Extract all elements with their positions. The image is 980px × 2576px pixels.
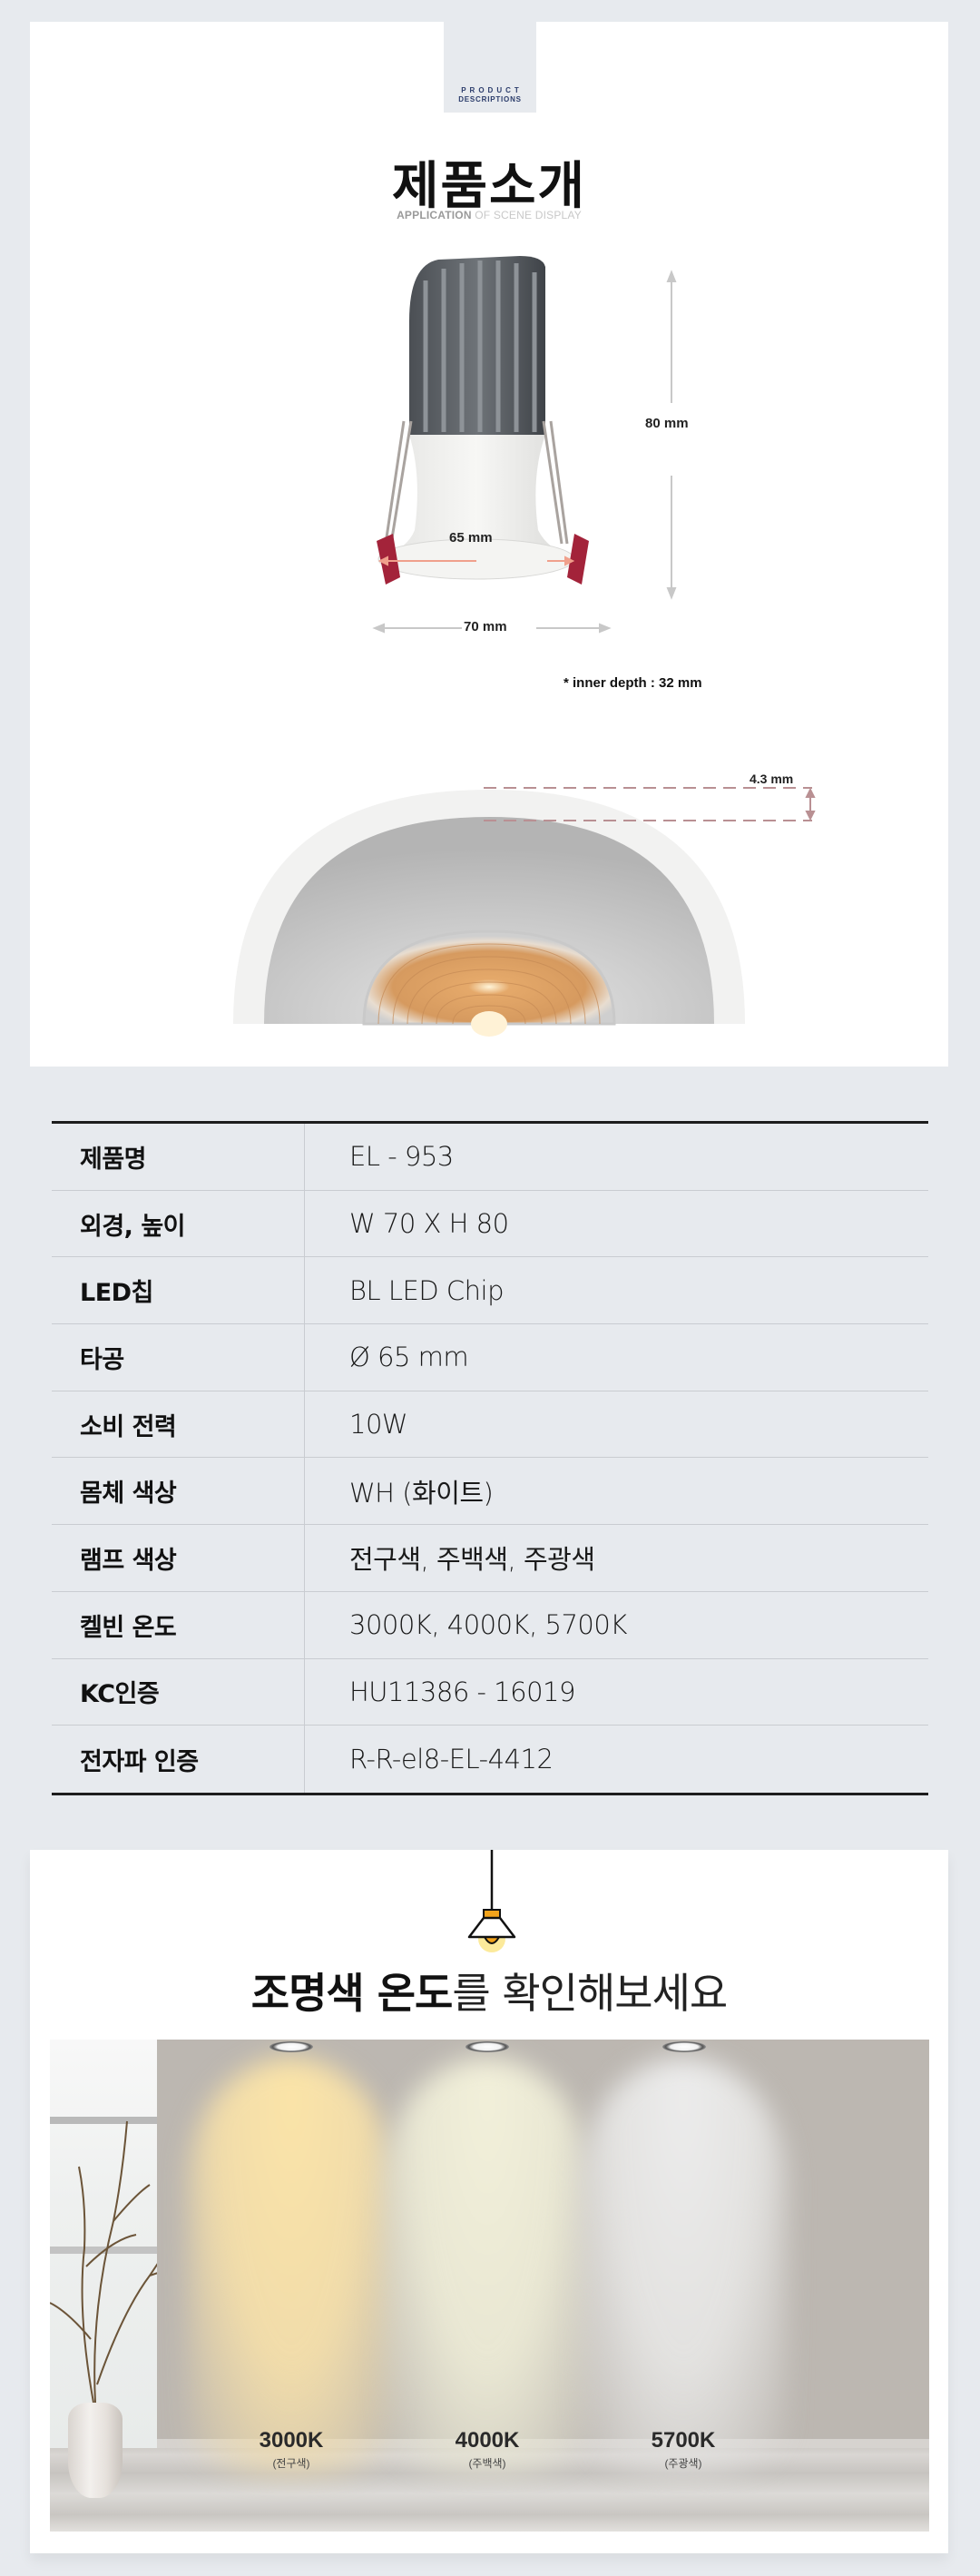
section-tag-line2: DESCRIPTIONS <box>458 95 522 103</box>
kelvin-label: 3000K <box>259 2428 324 2453</box>
table-row: 타공 Ø 65 mm <box>52 1324 928 1391</box>
spec-label: KC인증 <box>52 1658 305 1726</box>
spec-label: 전자파 인증 <box>52 1726 305 1793</box>
spec-value: WH (화이트) <box>349 1477 494 1509</box>
subtitle-bold: APPLICATION <box>397 209 472 221</box>
page-subtitle: APPLICATION OF SCENE DISPLAY <box>30 209 948 221</box>
spec-value: W 70 X H 80 <box>349 1208 509 1240</box>
color-temperature-headline: 조명색 온도를 확인해보세요 <box>30 1961 948 2020</box>
spec-label: 타공 <box>52 1324 305 1391</box>
height-dimension-label: 80 mm <box>645 416 689 431</box>
color-temp-3000k: 3000K (전구색) <box>228 2428 355 2471</box>
kelvin-label: 5700K <box>651 2428 716 2453</box>
spec-value: 전구색, 주백색, 주광색 <box>349 1544 595 1576</box>
table-row: 제품명 EL - 953 <box>52 1124 928 1191</box>
inner-depth-note: * inner depth : 32 mm <box>564 675 702 691</box>
spec-value: R-R-el8-EL-4412 <box>349 1744 554 1775</box>
subtitle-rest: OF SCENE DISPLAY <box>471 209 582 221</box>
table-row: 전자파 인증 R-R-el8-EL-4412 <box>52 1726 928 1793</box>
headline-rest: 를 확인해보세요 <box>452 1969 728 2018</box>
table-row: 소비 전력 10W <box>52 1391 928 1459</box>
spec-label: 제품명 <box>52 1124 305 1190</box>
table-row: LED칩 BL LED Chip <box>52 1257 928 1325</box>
product-intro-card: PRODUCT DESCRIPTIONS 제품소개 APPLICATION OF… <box>30 22 948 1067</box>
window-decor <box>50 2040 159 2448</box>
table-row: 램프 색상 전구색, 주백색, 주광색 <box>52 1525 928 1592</box>
section-tag: PRODUCT DESCRIPTIONS <box>444 22 536 113</box>
spec-label: 외경, 높이 <box>52 1190 305 1257</box>
spec-value: EL - 953 <box>349 1141 454 1173</box>
downlight-product-image <box>233 256 816 1037</box>
table-row: 몸체 색상 WH (화이트) <box>52 1458 928 1526</box>
color-temp-4000k: 4000K (주백색) <box>424 2428 551 2471</box>
spec-label: LED칩 <box>52 1257 305 1324</box>
color-temp-5700k: 5700K (주광색) <box>620 2428 747 2471</box>
room-scene-image: 3000K (전구색) 4000K (주백색) 5700K (주광색) <box>50 2040 929 2532</box>
spec-value: BL LED Chip <box>349 1274 505 1306</box>
beam-5700k <box>579 2058 788 2475</box>
table-row: 켈빈 온도 3000K, 4000K, 5700K <box>52 1591 928 1659</box>
color-name-label: (주광색) <box>664 2457 702 2470</box>
headline-bold: 조명색 온도 <box>250 1969 454 2018</box>
table-row: KC인증 HU11386 - 16019 <box>52 1658 928 1726</box>
downlight-fixture-icon <box>662 2041 706 2052</box>
spec-value: 10W <box>349 1409 408 1440</box>
beam-4000k <box>383 2058 592 2475</box>
spec-label: 램프 색상 <box>52 1525 305 1591</box>
downlight-fixture-icon <box>466 2041 509 2052</box>
color-name-label: (전구색) <box>272 2457 310 2470</box>
kelvin-label: 4000K <box>455 2428 520 2453</box>
spec-value: HU11386 - 16019 <box>349 1676 575 1707</box>
section-tag-line1: PRODUCT <box>461 86 523 94</box>
spec-label: 몸체 색상 <box>52 1458 305 1525</box>
downlight-front-view <box>233 790 745 1037</box>
beam-3000k <box>187 2058 396 2475</box>
downlight-fixture-icon <box>270 2041 313 2052</box>
color-name-label: (주백색) <box>468 2457 506 2470</box>
spec-label: 소비 전력 <box>52 1391 305 1458</box>
vase-decor <box>68 2403 122 2498</box>
spec-value: 3000K, 4000K, 5700K <box>349 1609 627 1641</box>
rim-dimension-label: 4.3 mm <box>750 772 794 786</box>
page-title: 제품소개 <box>391 157 587 216</box>
outer-diameter-label: 70 mm <box>464 619 507 634</box>
spec-value: Ø 65 mm <box>349 1342 469 1373</box>
inner-diameter-label: 65 mm <box>449 530 493 546</box>
spec-label: 켈빈 온도 <box>52 1591 305 1658</box>
color-temperature-card: 조명색 온도를 확인해보세요 <box>30 1850 948 2553</box>
table-row: 외경, 높이 W 70 X H 80 <box>52 1190 928 1258</box>
heatsink <box>409 256 545 435</box>
pendant-lamp-icon <box>467 1850 516 1952</box>
spec-table: 제품명 EL - 953 외경, 높이 W 70 X H 80 LED칩 BL LED… <box>52 1121 928 1795</box>
